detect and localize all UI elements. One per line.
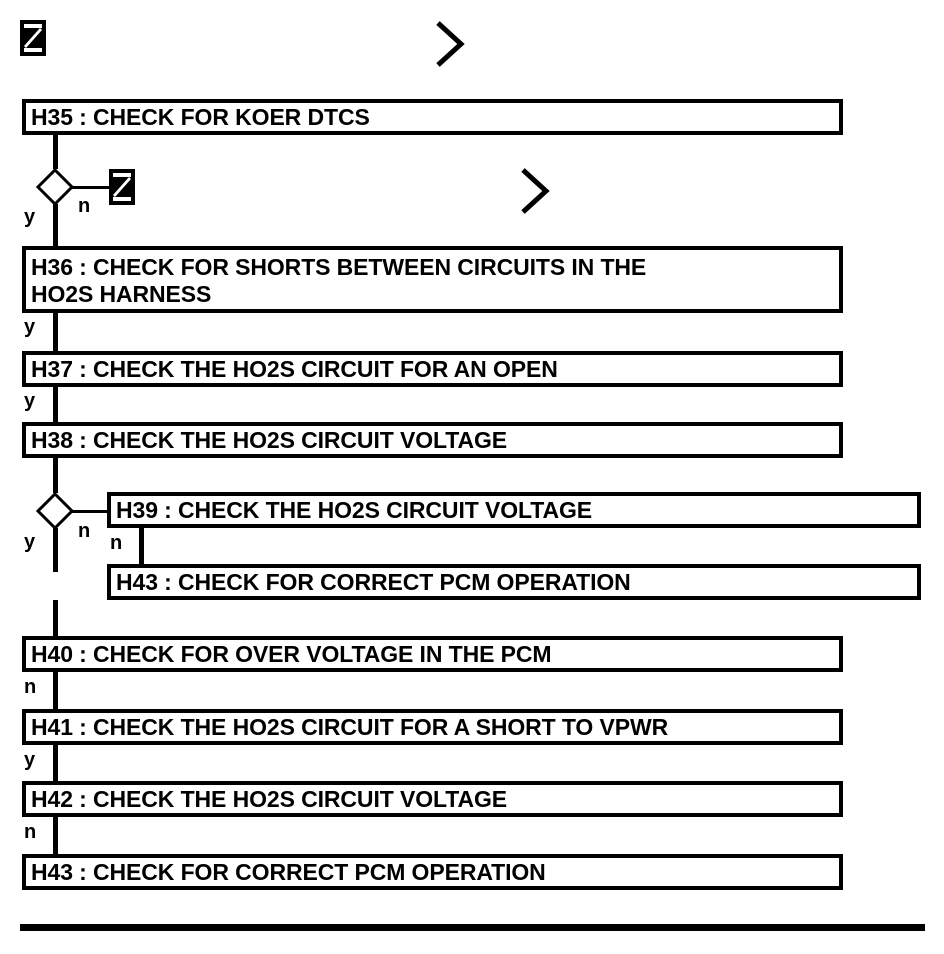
process-node-h40[interactable]: H40 : CHECK FOR OVER VOLTAGE IN THE PCM — [22, 636, 843, 672]
connector-h37-to-h38 — [53, 387, 58, 423]
branch-label-decision2-no: n — [78, 520, 91, 542]
node-label-h43-branch: H43 : CHECK FOR CORRECT PCM OPERATION — [116, 568, 631, 595]
process-node-h36[interactable]: H36 : CHECK FOR SHORTS BETWEEN CIRCUITS … — [22, 246, 843, 313]
connector-decision1-no — [72, 186, 110, 189]
node-label-h39: H39 : CHECK THE HO2S CIRCUIT VOLTAGE — [116, 496, 593, 523]
process-node-h38[interactable]: H38 : CHECK THE HO2S CIRCUIT VOLTAGE — [22, 422, 843, 458]
connector-decision2-yes-upper — [53, 528, 58, 572]
connector-h35-to-decision1 — [53, 135, 58, 169]
branch-label-h39-no: n — [110, 532, 123, 554]
chevron-right-icon-branch — [518, 167, 552, 215]
node-label-h37: H37 : CHECK THE HO2S CIRCUIT FOR AN OPEN — [31, 355, 558, 382]
process-node-h39[interactable]: H39 : CHECK THE HO2S CIRCUIT VOLTAGE — [107, 492, 921, 528]
process-node-h37[interactable]: H37 : CHECK THE HO2S CIRCUIT FOR AN OPEN — [22, 351, 843, 387]
connector-h36-to-h37 — [53, 313, 58, 352]
bottom-divider-rule — [20, 924, 925, 931]
node-label-h43-final: H43 : CHECK FOR CORRECT PCM OPERATION — [31, 858, 546, 885]
process-node-h43-final[interactable]: H43 : CHECK FOR CORRECT PCM OPERATION — [22, 854, 843, 890]
branch-label-h36-yes: y — [24, 316, 36, 338]
process-node-h43-branch[interactable]: H43 : CHECK FOR CORRECT PCM OPERATION — [107, 564, 921, 600]
branch-label-decision1-yes: y — [24, 206, 36, 228]
node-label-h40: H40 : CHECK FOR OVER VOLTAGE IN THE PCM — [31, 640, 552, 667]
decision-diamond-1[interactable] — [36, 168, 74, 206]
connector-h42-to-h43 — [53, 817, 58, 854]
connector-decision2-no — [72, 510, 112, 513]
connector-decision1-to-h36 — [53, 204, 58, 248]
connector-decision2-yes-lower — [53, 600, 58, 636]
decision-diamond-2[interactable] — [36, 492, 74, 530]
process-node-h41[interactable]: H41 : CHECK THE HO2S CIRCUIT FOR A SHORT… — [22, 709, 843, 745]
node-label-h35: H35 : CHECK FOR KOER DTCS — [31, 103, 370, 130]
connector-h41-to-h42 — [53, 745, 58, 781]
node-label-h42: H42 : CHECK THE HO2S CIRCUIT VOLTAGE — [31, 785, 508, 812]
branch-label-decision2-yes: y — [24, 531, 36, 553]
branch-label-decision1-no: n — [78, 195, 91, 217]
process-node-h35[interactable]: H35 : CHECK FOR KOER DTCS — [22, 99, 843, 135]
node-label-h41: H41 : CHECK THE HO2S CIRCUIT FOR A SHORT… — [31, 713, 669, 740]
offpage-connector-z-icon — [20, 20, 46, 56]
branch-label-h41-yes: y — [24, 749, 36, 771]
branch-label-h40-no: n — [24, 676, 37, 698]
node-label-h38: H38 : CHECK THE HO2S CIRCUIT VOLTAGE — [31, 426, 508, 453]
chevron-right-icon-top — [433, 20, 467, 68]
connector-h40-to-h41 — [53, 672, 58, 709]
connector-h38-to-decision2 — [53, 458, 58, 493]
connector-h39-to-h43a — [139, 528, 144, 565]
offpage-connector-z-icon-branch — [109, 169, 135, 205]
branch-label-h42-no: n — [24, 821, 37, 843]
node-label-h36: H36 : CHECK FOR SHORTS BETWEEN CIRCUITS … — [31, 254, 647, 307]
branch-label-h37-yes: y — [24, 390, 36, 412]
process-node-h42[interactable]: H42 : CHECK THE HO2S CIRCUIT VOLTAGE — [22, 781, 843, 817]
